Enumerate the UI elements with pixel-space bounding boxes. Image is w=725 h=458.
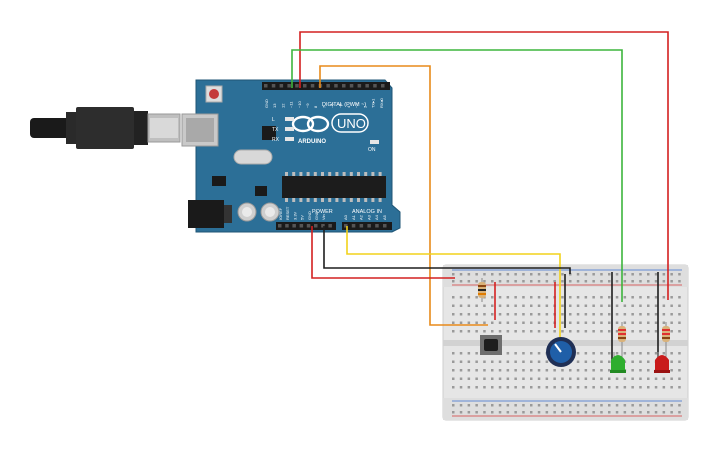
uno-badge: UNO — [331, 113, 369, 133]
power-pin-label: GND — [314, 211, 319, 220]
analog-pin-label: A5 — [382, 214, 387, 220]
power-pin-label: GND — [307, 211, 312, 220]
digital-pin-label: GND — [264, 99, 269, 108]
wire-yellow-a0-to-pot — [346, 226, 561, 350]
wires[interactable] — [291, 31, 669, 360]
reset-button[interactable] — [209, 89, 219, 99]
power-header — [276, 222, 336, 230]
power-pin-label: 3.3V — [292, 211, 297, 220]
analog-pin-label: A0 — [343, 214, 348, 220]
led-label-rx: RX — [272, 137, 280, 143]
digital-header — [262, 82, 390, 90]
status-leds: L TX RX ON — [272, 117, 379, 153]
resistor-button[interactable] — [478, 278, 486, 302]
on-label: ON — [368, 147, 376, 153]
board-brand: ARDUINO — [298, 139, 326, 145]
digital-pin-label: ~5 — [338, 103, 343, 108]
digital-pin-label: 13 — [272, 103, 277, 108]
led-label-l: L — [272, 117, 275, 123]
led-green[interactable] — [610, 348, 626, 373]
digital-pin-label: ~6 — [330, 103, 335, 108]
analog-label: ANALOG IN — [352, 209, 382, 215]
digital-pin-label: RX◂0 — [379, 97, 384, 108]
resistor-red-led[interactable] — [662, 322, 670, 348]
board-model: UNO — [337, 116, 366, 131]
analog-pin-label: A1 — [351, 214, 356, 220]
analog-pin-label: A2 — [359, 214, 364, 220]
arduino-uno-board[interactable]: ARDUINO UNO L TX RX ON DIGITAL (PWM ~) P… — [181, 79, 401, 233]
digital-pin-label: 7 — [321, 105, 326, 108]
digital-header-label: DIGITAL (PWM ~) — [322, 102, 366, 108]
led-red[interactable] — [654, 348, 670, 373]
digital-pin-label: ~9 — [305, 103, 310, 108]
power-pin-label: RESET — [285, 206, 290, 220]
power-pin-label: IOREF — [278, 207, 283, 220]
power-label: POWER — [312, 209, 333, 215]
wire-black-gnd-to-rail — [323, 226, 571, 274]
digital-pin-label: ~3 — [354, 103, 359, 108]
power-pin-label: Vin — [321, 214, 326, 220]
wire-red-pin11-to-red-led — [299, 31, 669, 300]
digital-pin-label: 12 — [280, 103, 285, 108]
usb-cable[interactable] — [30, 107, 181, 149]
wire-orange-pin8-to-button — [319, 65, 488, 326]
pushbutton[interactable] — [480, 335, 502, 355]
analog-pin-label: A3 — [366, 214, 371, 220]
digital-pin-label: 4 — [346, 105, 351, 108]
digital-pin-label: 2 — [362, 105, 367, 108]
analog-pin-label: A4 — [374, 214, 379, 220]
wire-green-pin12-to-green-led — [291, 49, 623, 302]
power-pin-label: 5V — [300, 215, 305, 220]
potentiometer[interactable] — [546, 337, 576, 367]
analog-header — [342, 222, 392, 230]
wire-red-5v-to-rail — [311, 226, 455, 279]
led-label-tx: TX — [272, 127, 279, 133]
digital-pin-label: TX▸1 — [371, 98, 376, 108]
arduino-logo: ARDUINO — [291, 115, 330, 145]
digital-pin-label: 8 — [313, 105, 318, 108]
digital-pin-label: ~11 — [289, 101, 294, 108]
resistor-green-led[interactable] — [618, 322, 626, 348]
digital-pin-label: ~10 — [297, 100, 302, 108]
